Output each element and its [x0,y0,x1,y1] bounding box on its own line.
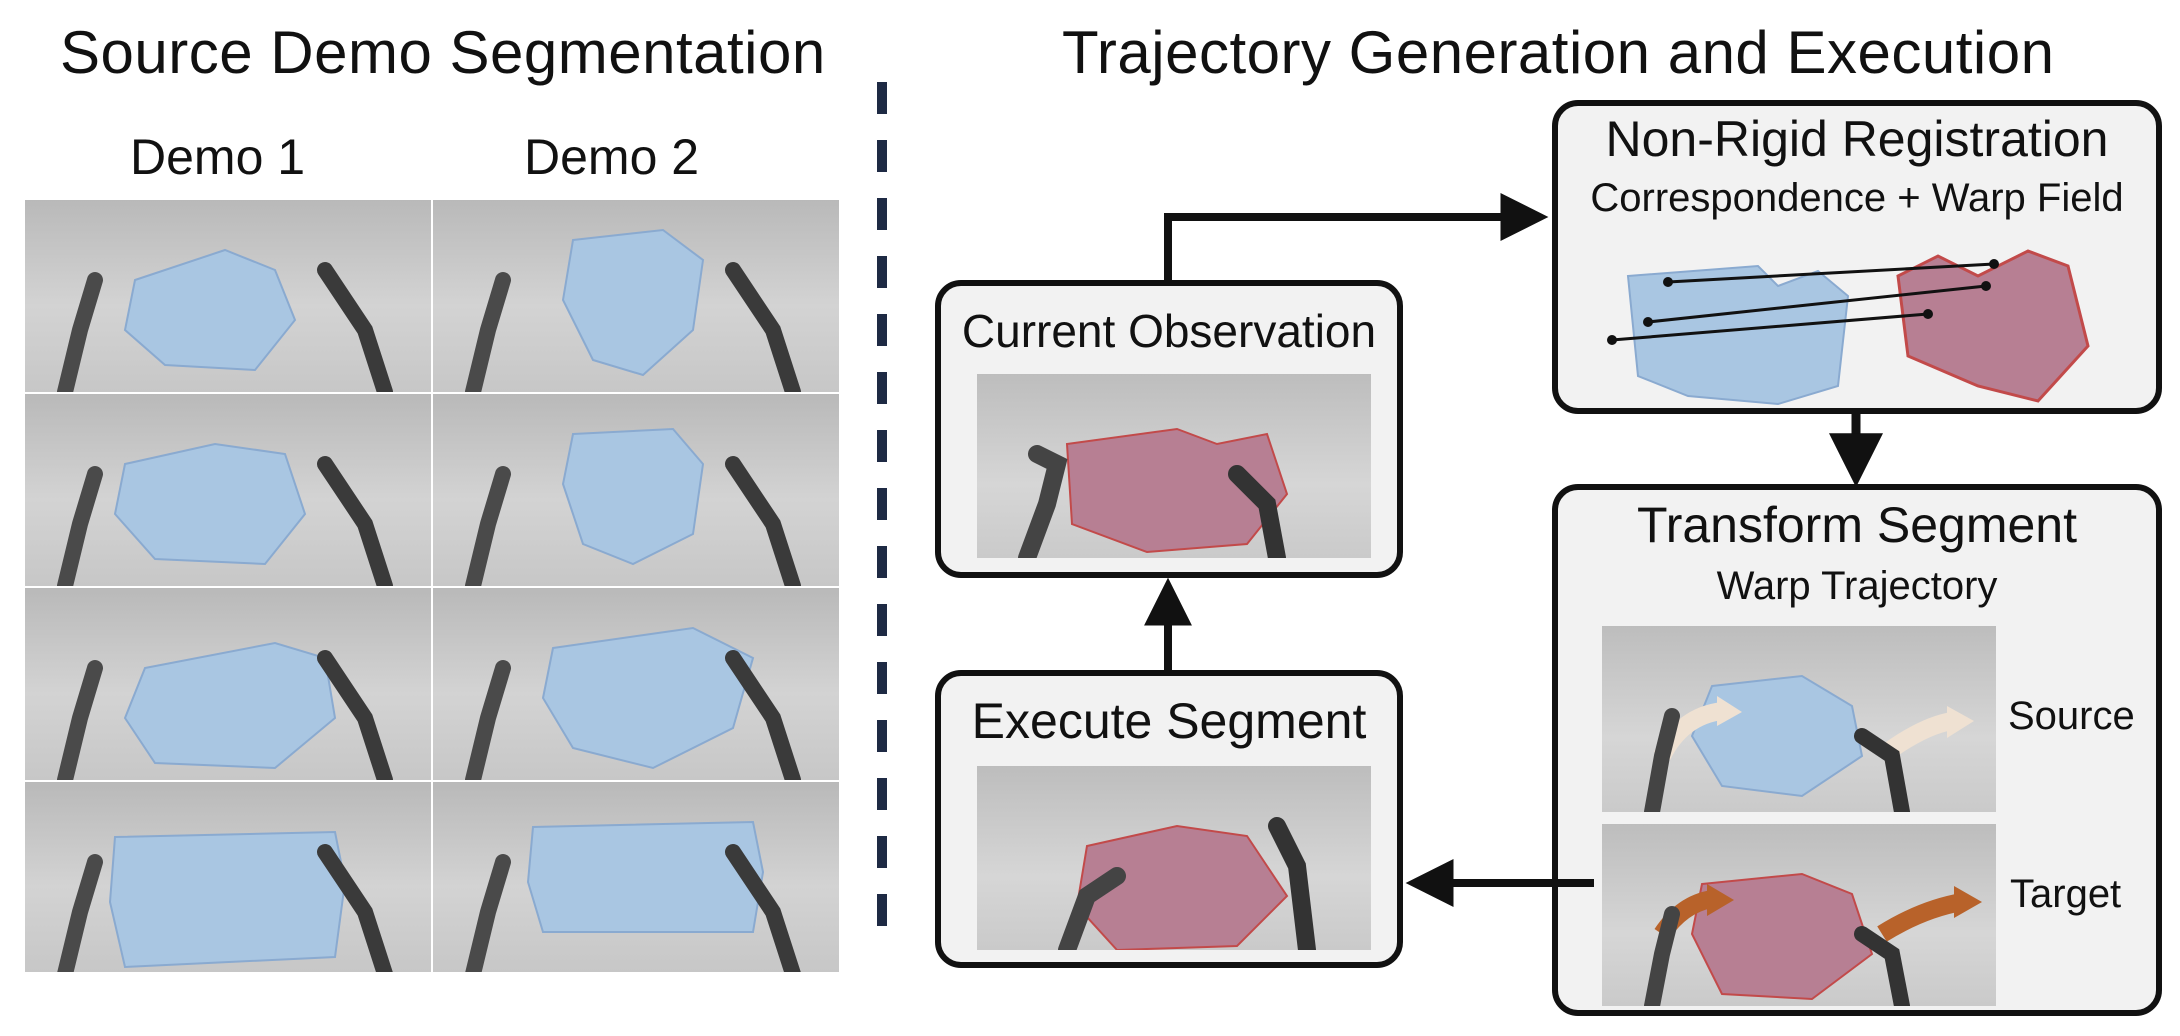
demo-1-frame-2 [25,394,431,586]
robot-arm-left [57,466,103,586]
source-label: Source [2008,694,2135,738]
left-panel-title: Source Demo Segmentation [60,19,826,86]
demo-2-frame-3 [433,588,839,780]
robot-arm-left [465,272,511,392]
robot-arm-right [317,650,393,780]
cloth [526,820,765,933]
cloth [113,442,307,566]
robot-arm-left [465,854,511,972]
robot-arm-right [725,262,801,392]
robot-arm-right [317,262,393,392]
panel-divider [877,82,887,948]
execute-image [977,766,1371,950]
demo-1-frame-3 [25,588,431,780]
robot-arm-left [465,660,511,780]
cloth [561,228,705,377]
demo-1-label: Demo 1 [130,129,306,185]
arrow-observation-to-registration [1164,193,1549,280]
robot-arm-right [725,844,801,972]
robot-arm-right [725,456,801,586]
transform-box: Transform Segment Warp Trajectory Source… [1552,484,2162,1016]
demo-1-frame-1 [25,200,431,392]
demo-2-frame-1 [433,200,839,392]
demo-grid [25,200,839,972]
observation-image [977,374,1371,558]
robot-arm-left [57,660,103,780]
transform-title: Transform Segment [1637,497,2077,553]
robot-arm-right [317,844,393,972]
robot-arm-left [465,466,511,586]
cloth [108,830,347,969]
demo-1-frame-4 [25,782,431,972]
execute-title: Execute Segment [971,693,1367,749]
demo-2-frame-2 [433,394,839,586]
cloth [541,626,755,770]
registration-box: Non-Rigid Registration Correspondence + … [1552,100,2162,414]
observation-box: Current Observation [935,280,1403,578]
observation-title: Current Observation [961,305,1377,357]
demo-2-frame-4 [433,782,839,972]
registration-subtitle: Correspondence + Warp Field [1590,176,2124,220]
execute-box: Execute Segment [935,670,1403,968]
source-trajectory-image [1602,626,1996,812]
target-label: Target [2010,872,2122,916]
right-panel-title: Trajectory Generation and Execution [1062,19,2055,86]
demo-2-label: Demo 2 [524,129,700,185]
cloth [123,641,337,770]
registration-title: Non-Rigid Registration [1605,111,2109,167]
cloth [123,248,297,372]
cloth [561,427,705,566]
transform-subtitle: Warp Trajectory [1716,564,1998,608]
correspondence-lines [1611,262,1995,342]
robot-arm-right [725,650,801,780]
correspondence-points [1607,259,1999,345]
registration-illustration [1607,249,2090,406]
robot-arm-left [57,272,103,392]
robot-arm-left [57,854,103,972]
robot-arm-right [317,456,393,586]
target-trajectory-image [1602,824,1996,1006]
